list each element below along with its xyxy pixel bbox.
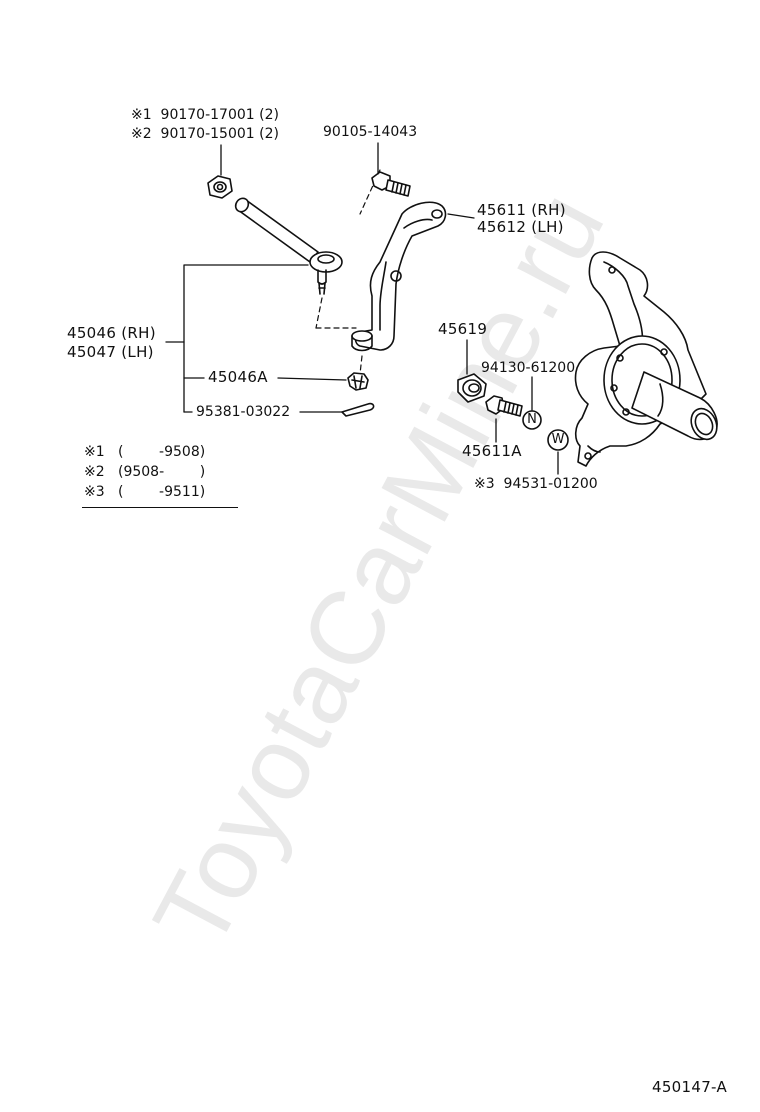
diagram-id: 450147-A xyxy=(652,1078,728,1096)
bolt-a-icon xyxy=(485,395,523,417)
label-bolt-set-2: ※2 90170-15001 (2) xyxy=(131,126,279,142)
label-bushing: 45619 xyxy=(438,320,488,338)
label-bolt-a: 45611A xyxy=(462,442,522,460)
cotter-pin-icon xyxy=(341,402,375,417)
bolt-icon xyxy=(371,171,411,197)
label-part-n: 94130-61200 xyxy=(481,360,576,376)
marker-n-icon xyxy=(522,410,542,430)
assembly-dashed-lines xyxy=(315,169,381,375)
knuckle-arm-icon xyxy=(351,201,447,352)
legend-row-2: ※2 (9508- ) xyxy=(84,464,206,480)
marker-w-icon xyxy=(547,429,569,451)
castle-nut-icon xyxy=(347,372,369,391)
label-bolt-set-1: ※1 90170-17001 (2) xyxy=(131,107,279,123)
label-part-w: ※3 94531-01200 xyxy=(474,476,598,492)
label-knuckle-arm-lh: 45612 (LH) xyxy=(477,218,564,236)
label-knuckle-arm-rh: 45611 (RH) xyxy=(477,201,566,219)
steering-knuckle-icon xyxy=(574,251,718,467)
label-tie-rod-end-rh: 45046 (RH) xyxy=(67,324,156,342)
marker-w-label: W xyxy=(551,432,565,447)
tie-rod-tube-icon xyxy=(234,197,319,263)
tie-rod-end-icon xyxy=(309,251,343,295)
leader-lines xyxy=(165,142,559,475)
label-bolt-top: 90105-14043 xyxy=(323,124,418,140)
legend-row-1: ※1 ( -9508) xyxy=(84,444,206,460)
bushing-icon xyxy=(457,373,487,403)
label-cotter-pin: 95381-03022 xyxy=(196,404,291,420)
marker-n-label: N xyxy=(527,412,537,427)
legend-row-3: ※3 ( -9511) xyxy=(84,484,206,500)
label-castle-nut: 45046A xyxy=(208,368,268,386)
legend-underline xyxy=(82,507,238,508)
nut-icon xyxy=(207,175,233,199)
label-tie-rod-end-lh: 45047 (LH) xyxy=(67,343,154,361)
